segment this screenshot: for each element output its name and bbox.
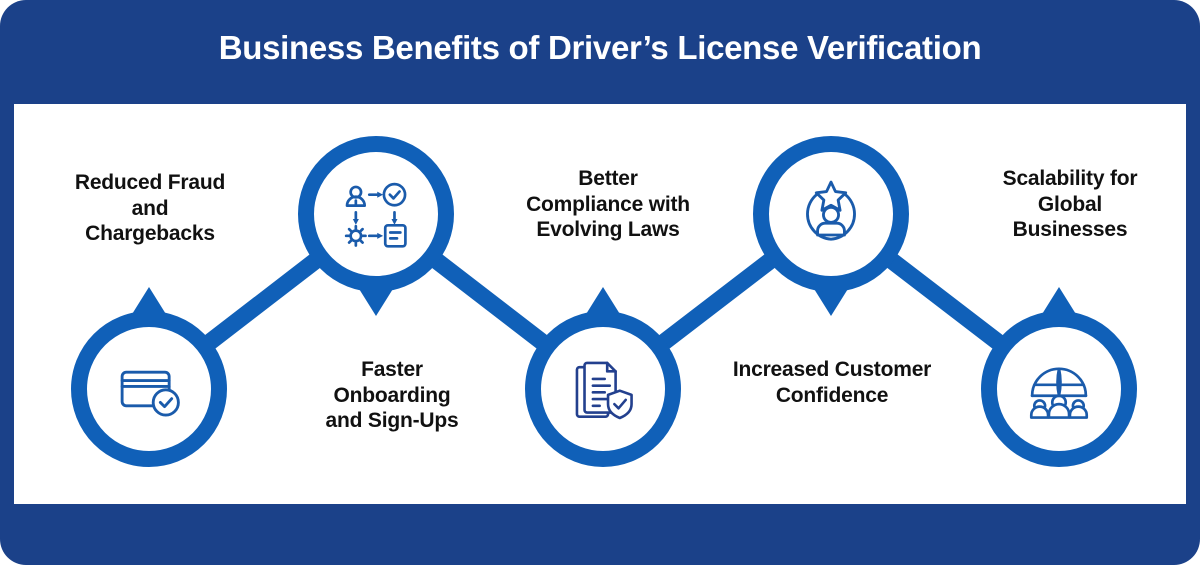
node-circle-2[interactable]: [298, 136, 454, 292]
node-circle-4[interactable]: [753, 136, 909, 292]
node-circle-1[interactable]: [71, 311, 227, 467]
connector-line: [424, 249, 555, 354]
pointer-triangle: [356, 284, 396, 316]
pointer-markers: [129, 284, 1079, 319]
node-label-4: Increased Customer Confidence: [732, 358, 932, 407]
connector-line: [879, 249, 1011, 354]
pointer-triangle: [1039, 287, 1079, 319]
node-label-2: Faster Onboarding and Sign-Ups: [325, 358, 459, 433]
connector-line: [651, 249, 783, 354]
pointer-triangle: [811, 284, 851, 316]
diagram-canvas: [71, 136, 1137, 467]
connector-lines: [197, 249, 1011, 354]
node-circles: [71, 136, 1137, 467]
node-label-3: Better Compliance with Evolving Laws: [526, 167, 690, 242]
connector-line: [197, 249, 328, 354]
node-label-1: Reduced Fraud and Chargebacks: [74, 171, 226, 246]
page-title: Business Benefits of Driver’s License Ve…: [218, 29, 982, 66]
pointer-triangle: [583, 287, 623, 319]
content-panel: Reduced Fraud and Chargebacks Faster Onb…: [14, 104, 1186, 504]
pointer-triangle: [129, 287, 169, 319]
node-label-5: Scalability for Global Businesses: [1002, 167, 1138, 242]
